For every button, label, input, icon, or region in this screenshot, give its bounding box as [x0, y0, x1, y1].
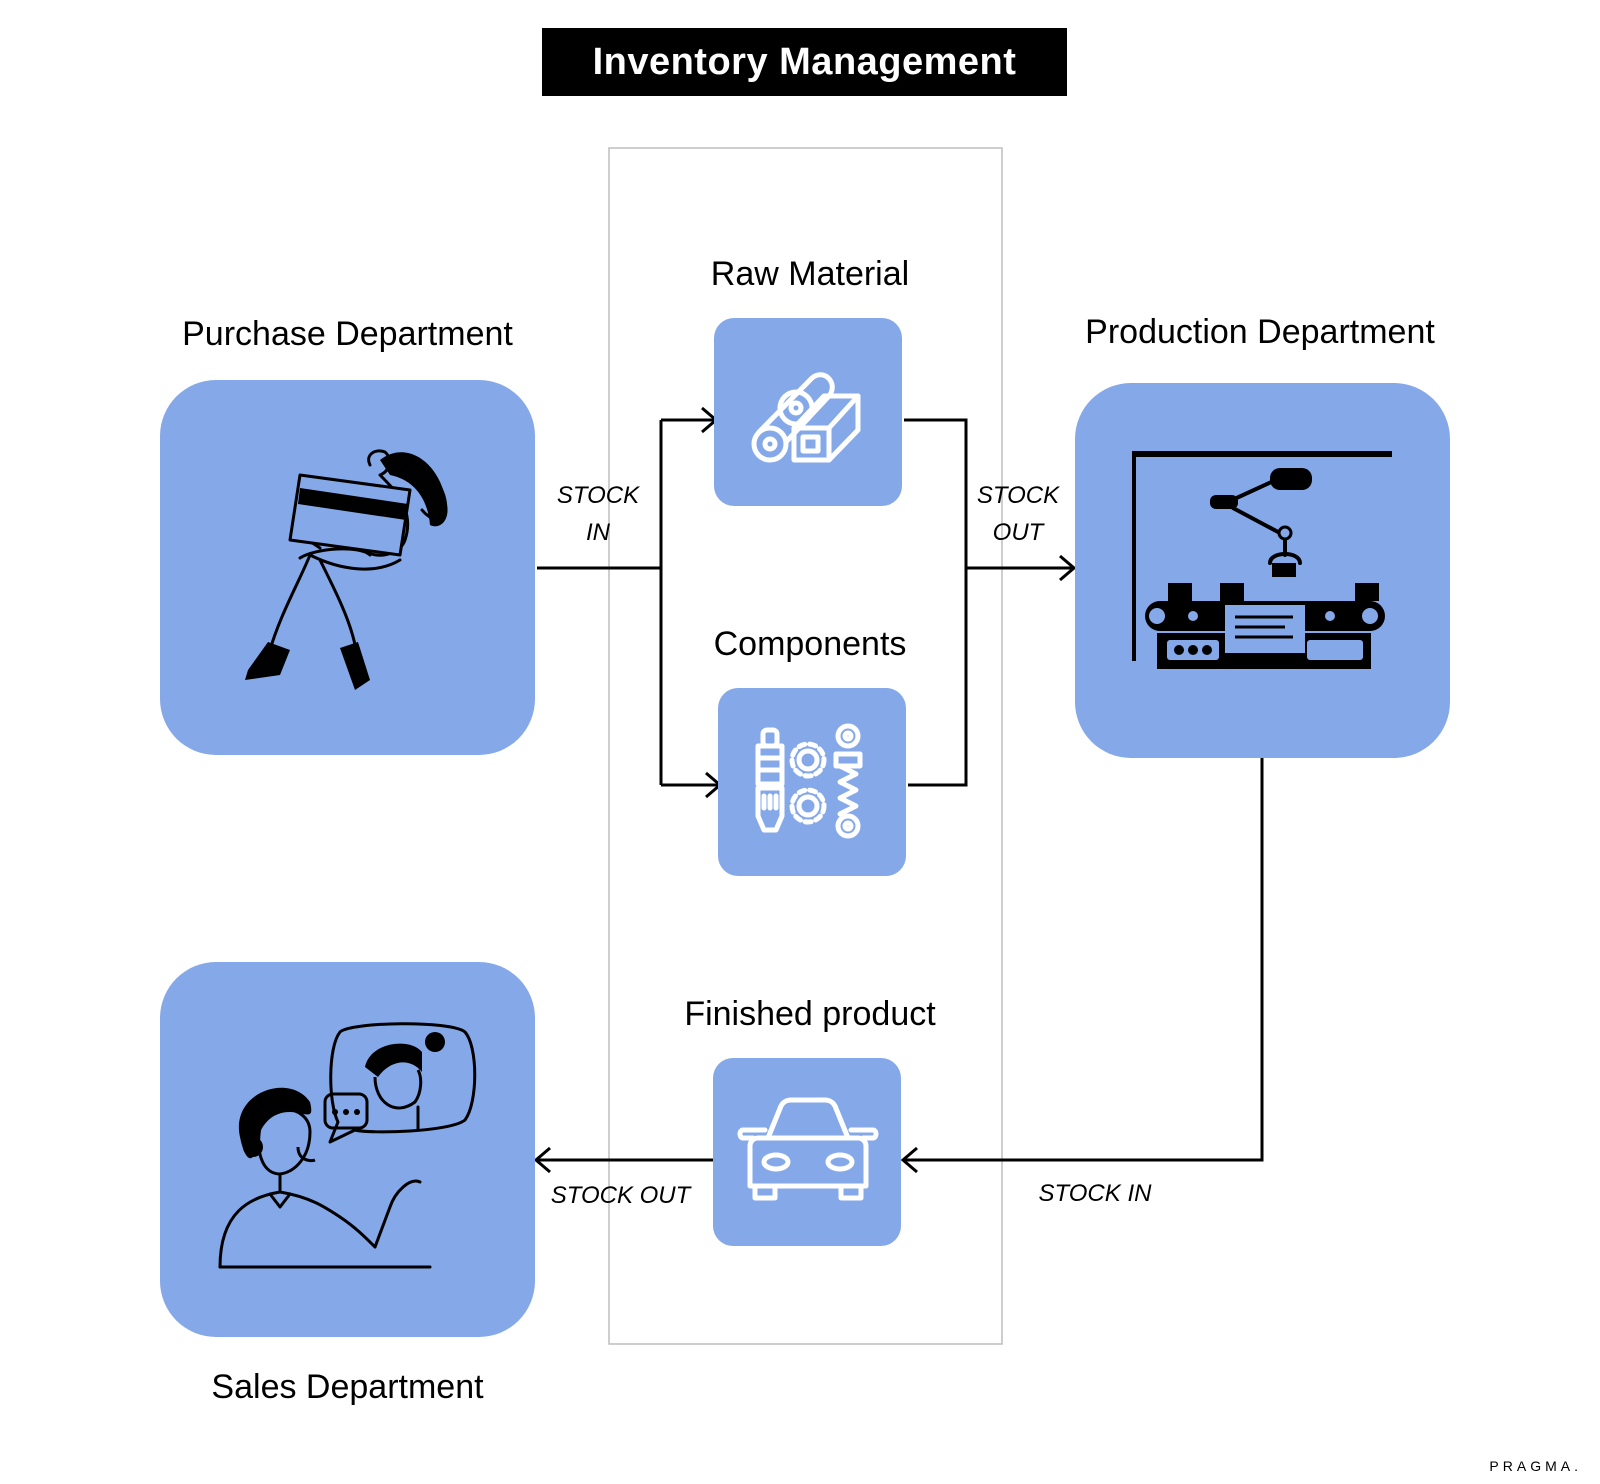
factory-robot-icon — [1132, 451, 1392, 669]
production-department-label: Production Department — [1085, 313, 1435, 351]
sales-department-label: Sales Department — [211, 1368, 484, 1406]
customer-support-icon — [218, 1022, 477, 1269]
car-icon — [737, 1097, 879, 1201]
flow-line: OUT — [992, 519, 1044, 546]
brand-logo-text: PRAGMA. — [1489, 1458, 1582, 1474]
components-label: Components — [713, 625, 907, 663]
components-box — [718, 688, 906, 876]
sales-stock-out-label: STOCK OUT — [550, 1182, 691, 1209]
production-department-box — [1075, 383, 1450, 758]
raw-material-label: Raw Material — [710, 255, 910, 293]
arrow-head-sales — [533, 1146, 551, 1174]
finished-product-box — [713, 1058, 901, 1246]
purchase-department-box — [160, 380, 535, 755]
purchase-stock-in-label: STOCK IN — [548, 477, 648, 551]
arrow-head-finished — [900, 1146, 918, 1174]
sales-department-box — [160, 962, 535, 1337]
finished-product-label: Finished product — [684, 995, 936, 1033]
production-to-finished-line — [904, 755, 1264, 1162]
flow-line: STOCK — [556, 482, 640, 509]
inventory-panel — [608, 147, 1003, 1345]
flow-line: STOCK — [976, 482, 1060, 509]
production-stock-out-label: STOCK OUT — [968, 477, 1068, 551]
components-icon — [755, 723, 863, 839]
merge-lines — [904, 418, 968, 787]
woman-carrying-card-icon — [245, 449, 448, 690]
purchase-department-label: Purchase Department — [182, 315, 513, 353]
flow-line: IN — [586, 519, 610, 546]
arrow-head-production — [1059, 554, 1077, 582]
raw-material-icon — [751, 372, 861, 463]
finished-stock-in-label: STOCK IN — [1038, 1180, 1152, 1207]
raw-material-box — [714, 318, 902, 506]
diagram-title: Inventory Management — [542, 28, 1067, 96]
